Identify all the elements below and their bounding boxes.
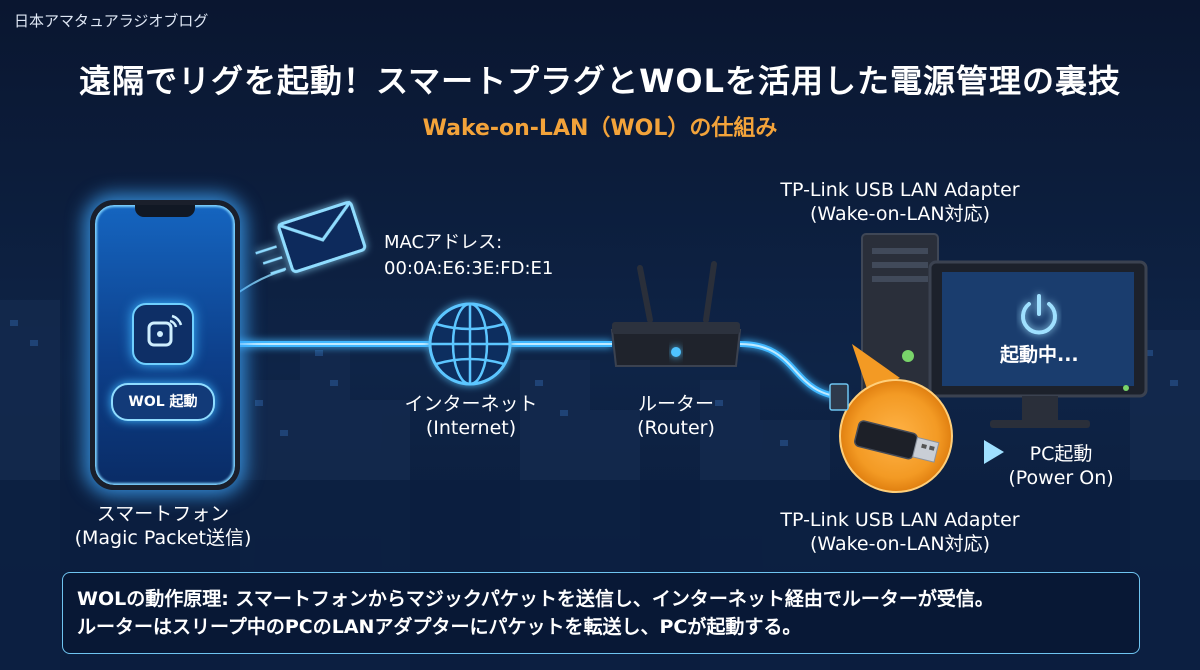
internet-label-line1: インターネット: [404, 393, 538, 415]
router-label: ルーター (Router): [606, 392, 746, 440]
adapter-label-bottom: TP-Link USB LAN Adapter (Wake-on-LAN対応): [760, 508, 1040, 556]
usb-adapter-icon: [854, 420, 940, 463]
explanation-box: WOLの動作原理: スマートフォンからマジックパケットを送信し、インターネット経…: [62, 572, 1140, 654]
explanation-line1: WOLの動作原理: スマートフォンからマジックパケットを送信し、インターネット経…: [77, 588, 994, 610]
ethernet-plug-icon: [829, 383, 849, 411]
pc-status-line2: (Power On): [1008, 467, 1114, 489]
power-icon: [1021, 294, 1057, 335]
mac-address-value: 00:0A:E6:3E:FD:E1: [384, 258, 554, 279]
smartphone-label-line2: (Magic Packet送信): [74, 527, 252, 549]
adapter-label-top-line2: (Wake-on-LAN対応): [809, 203, 991, 225]
mac-address-heading: MACアドレス:: [384, 232, 503, 253]
globe-icon: [428, 302, 512, 386]
adapter-label-top: TP-Link USB LAN Adapter (Wake-on-LAN対応): [760, 178, 1040, 226]
blog-name: 日本アマタュアラジオブログ: [14, 12, 209, 30]
adapter-label-top-line1: TP-Link USB LAN Adapter: [780, 179, 1020, 201]
monitor-status-text: 起動中...: [1000, 344, 1079, 366]
explanation-line2: ルーターはスリープ中のPCのLANアダプターにパケットを転送し、PCが起動する。: [77, 616, 802, 638]
adapter-label-bottom-line2: (Wake-on-LAN対応): [809, 533, 991, 555]
monitor-icon: [928, 260, 1148, 428]
adapter-label-bottom-line1: TP-Link USB LAN Adapter: [780, 509, 1020, 531]
smartphone: WOL 起動: [90, 200, 240, 490]
smartphone-label-line1: スマートフォン: [96, 503, 230, 525]
wifi-app-icon[interactable]: [132, 303, 194, 365]
phone-notch: [135, 205, 195, 217]
pc-status-line1: PC起動: [1029, 443, 1093, 465]
page-title: 遠隔でリグを起動！スマートプラグとWOLを活用した電源管理の裏技: [79, 62, 1121, 100]
router-label-line2: (Router): [637, 417, 715, 439]
router-icon: [610, 261, 742, 367]
building-windows: [10, 320, 1178, 446]
wol-start-button[interactable]: WOL 起動: [111, 383, 215, 421]
router-label-line1: ルーター: [637, 393, 714, 415]
internet-label: インターネット (Internet): [386, 392, 556, 440]
diagram-subtitle: Wake-on-LAN（WOL）の仕組み: [422, 116, 778, 141]
internet-label-line2: (Internet): [425, 417, 517, 439]
mac-address-label: MACアドレス: 00:0A:E6:3E:FD:E1: [384, 230, 553, 282]
envelope-icon: [255, 200, 367, 275]
smartphone-label: スマートフォン (Magic Packet送信): [68, 502, 258, 550]
pc-status-label: PC起動 (Power On): [996, 442, 1126, 490]
